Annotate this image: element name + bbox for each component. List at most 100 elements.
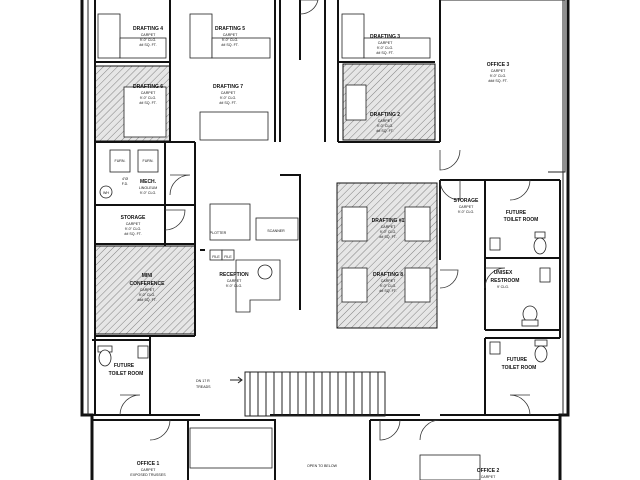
file-label-2: FILE — [224, 255, 232, 259]
svg-text:RESTROOM: RESTROOM — [491, 278, 520, 284]
svg-text:9'-0" CLG.: 9'-0" CLG. — [377, 46, 394, 50]
label-drafting2: DRAFTING 2 CARPET 9'-0" CLG. ## SQ. FT. — [370, 112, 400, 133]
svg-text:9'-0" CLG.: 9'-0" CLG. — [226, 284, 243, 288]
misc-labels: PLOTTER SCANNER FILE FILE FURN. FURN. WH… — [103, 159, 338, 468]
svg-text:## SQ. FT.: ## SQ. FT. — [379, 289, 396, 293]
svg-text:OFFICE 3: OFFICE 3 — [487, 62, 510, 68]
file-label-1: FILE — [212, 255, 220, 259]
svg-text:DRAFTING 2: DRAFTING 2 — [370, 112, 400, 118]
svg-text:CARPET: CARPET — [141, 91, 156, 95]
furn-label-2: FURN. — [143, 159, 154, 163]
svg-text:DRAFTING 8: DRAFTING 8 — [373, 272, 403, 278]
svg-text:MECH.: MECH. — [140, 179, 157, 185]
svg-text:CARPET: CARPET — [491, 69, 506, 73]
svg-text:9'-0" CLG.: 9'-0" CLG. — [490, 74, 507, 78]
label-office2: OFFICE 2 CARPET — [477, 468, 500, 479]
svg-text:9'-0" CLG.: 9'-0" CLG. — [222, 38, 239, 42]
scanner-label: SCANNER — [267, 229, 285, 233]
plotter-label: PLOTTER — [210, 231, 227, 235]
svg-text:DRAFTING #1: DRAFTING #1 — [372, 218, 405, 224]
svg-text:DRAFTING 4: DRAFTING 4 — [133, 26, 163, 32]
svg-text:OFFICE 1: OFFICE 1 — [137, 461, 160, 467]
svg-text:EXPOSED TRUSSES: EXPOSED TRUSSES — [130, 473, 166, 477]
interior-walls — [92, 0, 561, 480]
svg-text:9'-0" CLG.: 9'-0" CLG. — [458, 210, 475, 214]
svg-text:MINI: MINI — [142, 273, 153, 279]
svg-text:DRAFTING 7: DRAFTING 7 — [213, 84, 243, 90]
room-labels: DRAFTING 4 CARPET 9'-0" CLG. ## SQ. FT. … — [109, 26, 539, 479]
svg-text:CARPET: CARPET — [141, 33, 156, 37]
svg-text:9'-0" CLG.: 9'-0" CLG. — [220, 96, 237, 100]
open-to-below-label: OPEN TO BELOW — [307, 464, 338, 468]
svg-text:FUTURE: FUTURE — [506, 210, 527, 216]
svg-text:CARPET: CARPET — [140, 288, 155, 292]
svg-text:TOILET ROOM: TOILET ROOM — [502, 365, 537, 371]
furniture — [97, 13, 481, 480]
label-office1: OFFICE 1 CARPET EXPOSED TRUSSES — [130, 461, 166, 477]
office3-outline — [440, 0, 566, 173]
svg-text:9'-0" CLG.: 9'-0" CLG. — [139, 293, 156, 297]
svg-text:9'-0" CLG.: 9'-0" CLG. — [140, 38, 157, 42]
label-drafting5: DRAFTING 5 CARPET 9'-0" CLG. ## SQ. FT. — [215, 26, 245, 47]
svg-text:DRAFTING 6: DRAFTING 6 — [133, 84, 163, 90]
svg-text:STORAGE: STORAGE — [121, 215, 146, 221]
svg-text:9'-0" CLG.: 9'-0" CLG. — [140, 191, 157, 195]
label-unisex: UNISEX RESTROOM 9' CLG. — [491, 270, 520, 289]
svg-text:CARPET: CARPET — [227, 279, 242, 283]
svg-text:UNISEX: UNISEX — [494, 270, 513, 276]
mini-conference-hatch — [94, 245, 196, 335]
label-reception: RECEPTION CARPET 9'-0" CLG. — [219, 272, 249, 288]
svg-text:## SQ. FT.: ## SQ. FT. — [221, 43, 238, 47]
svg-text:CARPET: CARPET — [459, 205, 474, 209]
label-office3: OFFICE 3 CARPET 9'-0" CLG. ### SQ. FT. — [487, 62, 510, 83]
svg-text:CONFERENCE: CONFERENCE — [129, 281, 165, 287]
svg-text:CARPET: CARPET — [141, 468, 156, 472]
floor-drain-label-2: F.D. — [122, 182, 128, 186]
svg-text:### SQ. FT.: ### SQ. FT. — [488, 79, 507, 83]
label-drafting8: DRAFTING 8 CARPET 9'-0" CLG. ## SQ. FT. — [373, 272, 403, 293]
exterior-walls — [80, 0, 570, 480]
svg-text:9'-0" CLG.: 9'-0" CLG. — [380, 284, 397, 288]
label-mech: MECH. LINOLEUM 9'-0" CLG. — [139, 179, 157, 195]
plumbing-fixtures — [97, 231, 551, 367]
svg-text:## SQ. FT.: ## SQ. FT. — [379, 235, 396, 239]
svg-text:## SQ. FT.: ## SQ. FT. — [139, 101, 156, 105]
svg-text:CARPET: CARPET — [481, 475, 496, 479]
svg-text:STORAGE: STORAGE — [454, 198, 479, 204]
label-drafting4: DRAFTING 4 CARPET 9'-0" CLG. ## SQ. FT. — [133, 26, 163, 47]
label-storage-left: STORAGE CARPET 9'-0" CLG. ## SQ. FT. — [121, 215, 146, 236]
svg-text:CARPET: CARPET — [381, 225, 396, 229]
svg-text:DRAFTING 5: DRAFTING 5 — [215, 26, 245, 32]
svg-text:RECEPTION: RECEPTION — [219, 272, 249, 278]
cubicle-cutouts — [123, 84, 431, 303]
svg-text:CARPET: CARPET — [221, 91, 236, 95]
svg-text:CARPET: CARPET — [378, 119, 393, 123]
label-future-toilet-top: FUTURE TOILET ROOM — [504, 210, 539, 223]
svg-text:CARPET: CARPET — [378, 41, 393, 45]
svg-text:CARPET: CARPET — [381, 279, 396, 283]
svg-text:## SQ. FT.: ## SQ. FT. — [139, 43, 156, 47]
svg-text:9'-0" CLG.: 9'-0" CLG. — [125, 227, 142, 231]
label-drafting7: DRAFTING 7 CARPET 9'-0" CLG. ## SQ. FT. — [213, 84, 243, 105]
label-drafting3: DRAFTING 3 CARPET 9'-0" CLG. ## SQ. FT. — [370, 34, 400, 55]
svg-text:TOILET ROOM: TOILET ROOM — [109, 371, 144, 377]
label-future-toilet-left: FUTURE TOILET ROOM — [109, 363, 144, 377]
svg-text:LINOLEUM: LINOLEUM — [139, 186, 157, 190]
svg-text:9' CLG.: 9' CLG. — [497, 285, 509, 289]
drafting1-hatch — [336, 182, 438, 329]
svg-text:## SQ. FT.: ## SQ. FT. — [376, 129, 393, 133]
stair — [230, 371, 386, 417]
svg-text:FUTURE: FUTURE — [114, 363, 135, 369]
stair-label: DN 17 R — [196, 379, 210, 383]
label-drafting1: DRAFTING #1 CARPET 9'-0" CLG. ## SQ. FT. — [372, 218, 405, 239]
stair-label-2: TREADS — [196, 385, 211, 389]
hatched-rooms — [94, 63, 438, 335]
label-drafting6: DRAFTING 6 CARPET 9'-0" CLG. ## SQ. FT. — [133, 84, 163, 105]
floor-drain-label: 4"Ø — [122, 177, 128, 181]
svg-text:## SQ. FT.: ## SQ. FT. — [124, 232, 141, 236]
svg-text:9'-0" CLG.: 9'-0" CLG. — [140, 96, 157, 100]
svg-text:OFFICE 2: OFFICE 2 — [477, 468, 500, 474]
furn-label-1: FURN. — [115, 159, 126, 163]
svg-text:CARPET: CARPET — [126, 222, 141, 226]
